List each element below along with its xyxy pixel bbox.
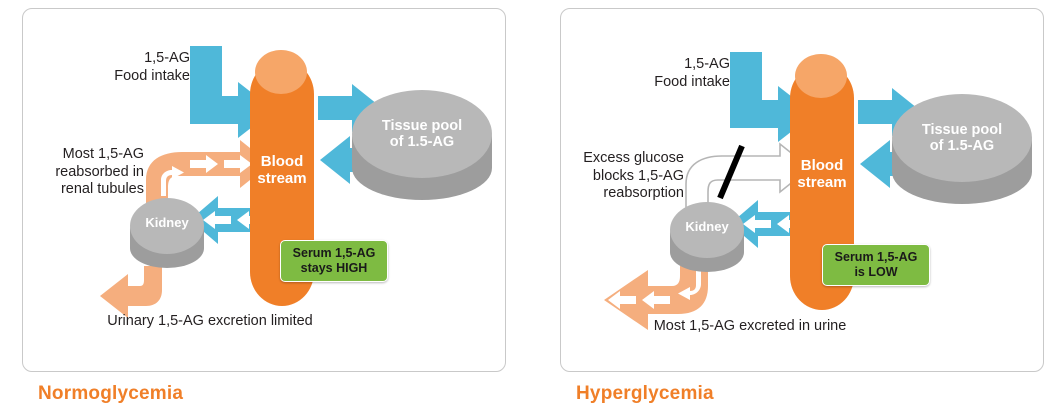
- reabsorption-inner-glyph-1: [161, 166, 184, 196]
- reabsorption-label: Excess glucose blocks 1,5-AG reabsorptio…: [583, 150, 684, 202]
- filtration-inner-glyph-2: [743, 215, 771, 233]
- status-badge-hyperglycemia: Serum 1,5-AG is LOW: [822, 244, 930, 286]
- kidney-label: Kidney: [685, 219, 729, 234]
- excretion-label: Most 1,5-AG excreted in urine: [653, 318, 847, 334]
- excretion-arrow: [100, 266, 162, 318]
- panel-caption-normoglycemia: Normoglycemia: [36, 383, 191, 405]
- kidney-disc: Kidney: [670, 202, 744, 272]
- status-badge-normoglycemia: Serum 1,5-AG stays HIGH: [280, 240, 388, 282]
- bloodstream-top-ellipse: [795, 54, 847, 98]
- tissue-pool-label: Tissue pool of 1.5-AG: [921, 122, 1003, 155]
- panel-normoglycemia: 1,5-AG Food intake Most 1,5-AG reabsorbe…: [22, 8, 506, 405]
- filtration-inner-glyph-2: [203, 211, 231, 229]
- reabsorption-inner-glyph-3: [224, 155, 252, 173]
- bloodstream-label: Blood stream: [797, 157, 847, 191]
- reabsorption-arrow: [146, 140, 270, 204]
- tissue-pool-disc: Tissue pool of 1.5-AG: [892, 94, 1032, 204]
- tissue-pool-label: Tissue pool of 1.5-AG: [381, 118, 463, 151]
- kidney-top: [130, 198, 204, 254]
- block-slash-icon: [717, 144, 745, 200]
- intake-label: 1,5-AG Food intake: [654, 56, 730, 90]
- reabsorption-inner-glyph-2: [190, 155, 218, 173]
- intake-label: 1,5-AG Food intake: [114, 50, 190, 84]
- bloodstream-top-ellipse: [255, 50, 307, 94]
- kidney-top: [670, 202, 744, 258]
- excretion-inner-glyph-1: [678, 268, 701, 300]
- excretion-inner-glyph-3: [608, 291, 636, 309]
- kidney-label: Kidney: [145, 215, 189, 230]
- excretion-inner-glyph-2: [642, 291, 670, 309]
- reabsorption-label: Most 1,5-AG reabsorbed in renal tubules: [55, 146, 144, 198]
- tissue-pool-disc: Tissue pool of 1.5-AG: [352, 90, 492, 200]
- tissue-pool-top: [352, 90, 492, 178]
- bloodstream-label: Blood stream: [257, 153, 307, 187]
- kidney-disc: Kidney: [130, 198, 204, 268]
- panel-caption-hyperglycemia: Hyperglycemia: [574, 383, 721, 405]
- panel-hyperglycemia: 1,5-AG Food intake Excess glucose blocks…: [560, 8, 1044, 405]
- excretion-label: Urinary 1,5-AG excretion limited: [107, 313, 313, 329]
- tissue-pool-top: [892, 94, 1032, 182]
